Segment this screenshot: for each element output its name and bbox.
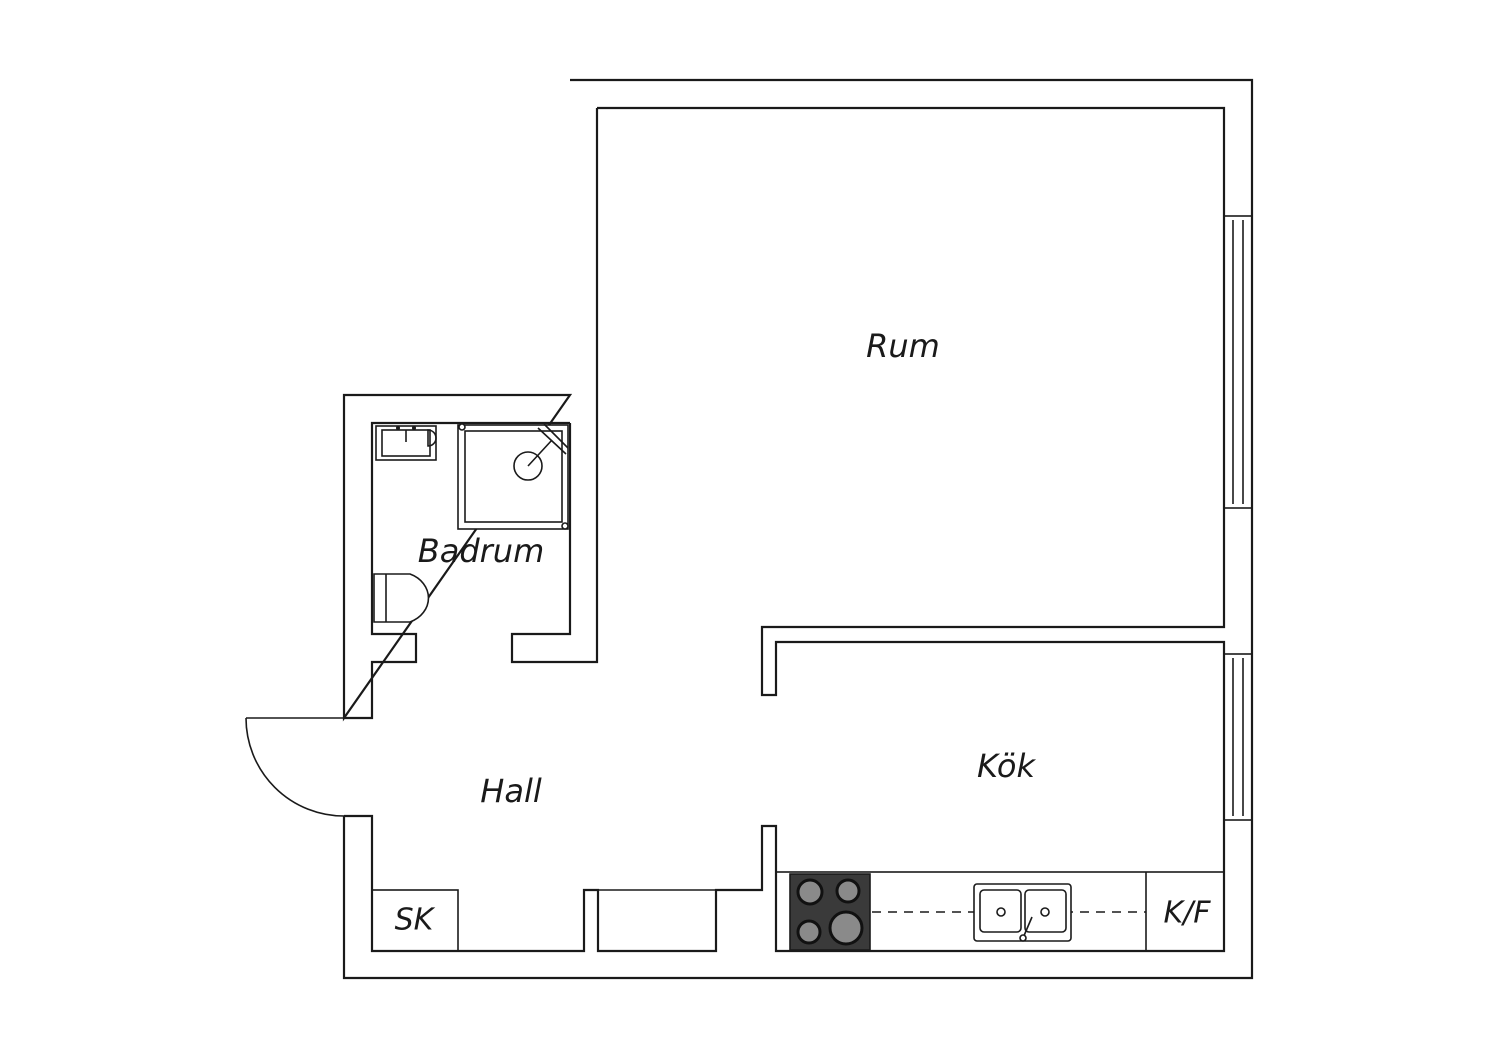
toilet-icon <box>373 573 430 623</box>
stove-icon <box>789 873 871 951</box>
inner-wall-badrum <box>344 421 570 720</box>
room-label-kf: K/F <box>1163 896 1211 931</box>
inner-wall-rum-left <box>510 108 599 664</box>
window-icon <box>1223 215 1253 509</box>
kitchen-counter <box>775 871 1225 952</box>
room-label-kok: Kök <box>977 747 1036 785</box>
inner-wall-hall <box>344 814 1226 953</box>
room-label-rum: Rum <box>866 327 940 365</box>
room-label-hall: Hall <box>480 772 542 810</box>
sink-icon <box>973 883 1072 942</box>
sk-closet <box>371 889 459 952</box>
door-swing-icon <box>245 717 345 817</box>
room-label-badrum: Badrum <box>418 532 544 570</box>
shower-icon <box>457 423 569 530</box>
outer-wall <box>342 78 1254 980</box>
window-icon <box>1223 653 1253 821</box>
room-label-sk: SK <box>395 903 436 938</box>
wash-basin-icon <box>375 425 437 461</box>
inner-wall-rum <box>597 106 1226 872</box>
